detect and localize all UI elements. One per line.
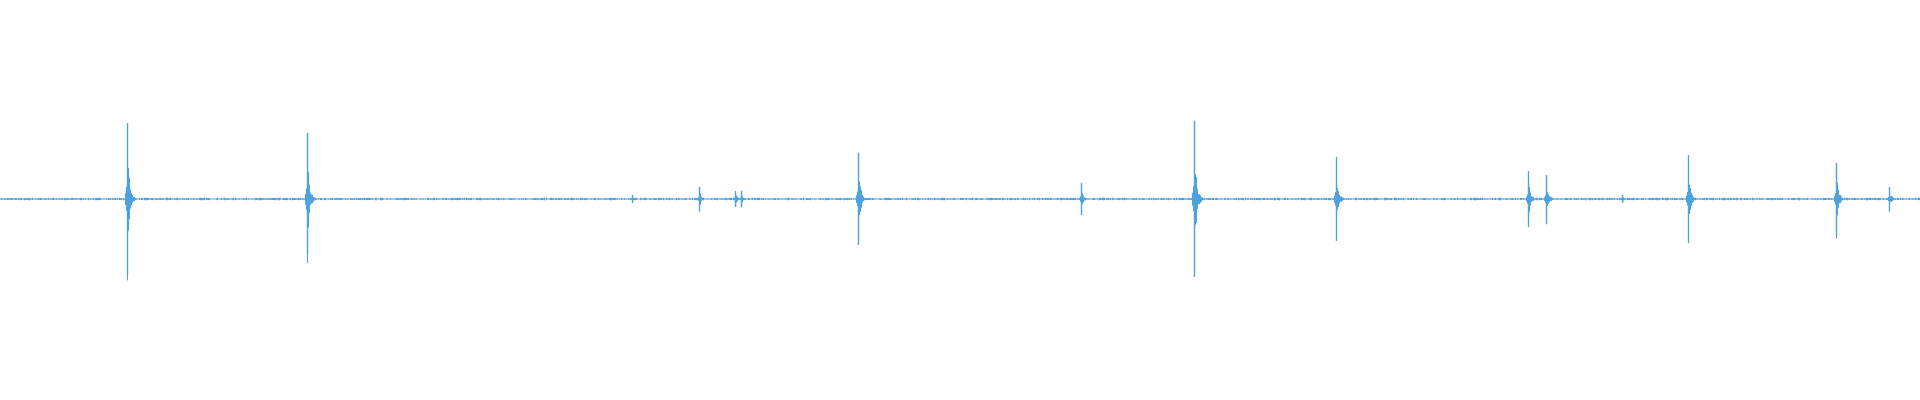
- waveform-body: [0, 121, 1920, 281]
- waveform-trace: [0, 121, 1920, 281]
